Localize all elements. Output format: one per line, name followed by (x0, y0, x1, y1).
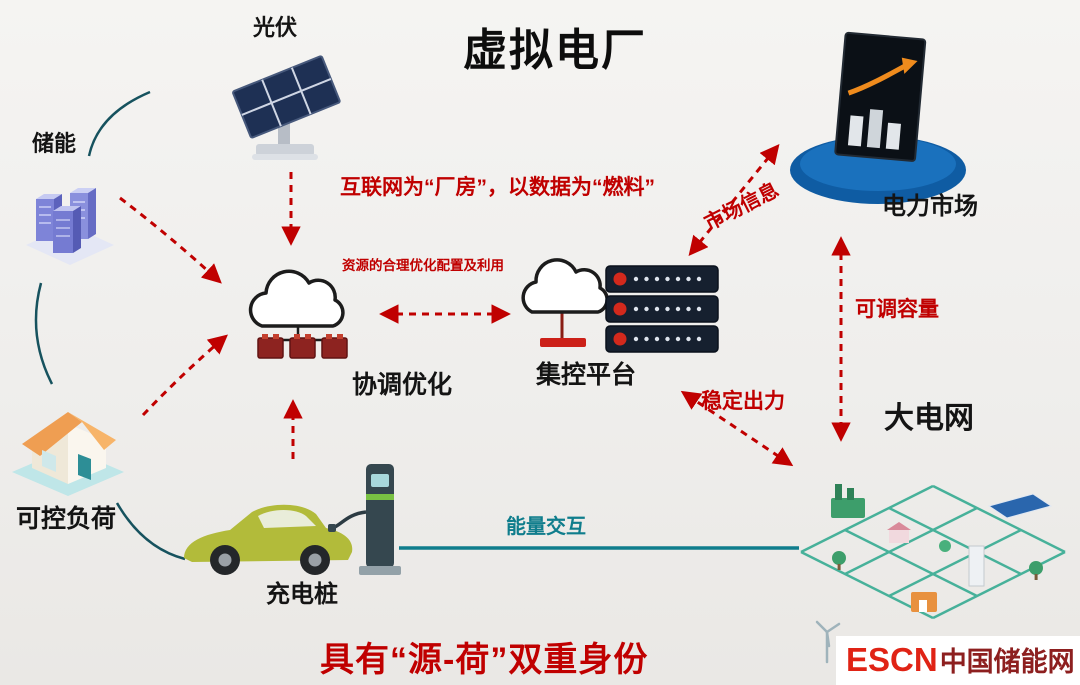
page-title: 虚拟电厂 (463, 26, 647, 75)
watermark-site: 中国储能网 (939, 647, 1075, 677)
market-label: 电力市场 (882, 193, 978, 220)
pv-label: 光伏 (253, 15, 298, 40)
coordination-cloud-icon (236, 246, 368, 378)
arrow-load-to-coordination (141, 334, 228, 417)
watermark-brand: ESCN (846, 641, 938, 678)
link-storage-load (34, 282, 54, 385)
energy-storage-icon (20, 165, 120, 270)
annotation-resource-optimize: 资源的合理优化配置及利用 (342, 258, 504, 273)
annotation-energy-exchange: 能量交互 (506, 516, 586, 538)
annotation-stable-output: 稳定出力 (701, 390, 785, 413)
annotation-adjustable-capacity: 可调容量 (855, 298, 939, 321)
control-platform-icon (510, 238, 725, 370)
coordination-label: 协调优化 (352, 371, 453, 399)
charger-label: 充电桩 (266, 581, 338, 608)
storage-label: 储能 (32, 131, 77, 156)
solar-panel-icon (226, 48, 346, 166)
ev-charger-icon (170, 458, 405, 590)
power-market-icon (786, 30, 971, 208)
arrow-grid-platform (680, 390, 794, 467)
link-pv-storage (87, 90, 151, 157)
house-icon (8, 378, 128, 500)
bottom-slogan: 具有“源-荷”双重身份 (320, 641, 649, 679)
annotation-internet-fuel: 互联网为“厂房”，以数据为“燃料” (340, 176, 655, 199)
power-grid-icon (793, 446, 1080, 683)
platform-label: 集控平台 (536, 361, 637, 389)
arrow-platform-market (688, 143, 780, 257)
arrow-storage-to-coordination (119, 196, 222, 284)
grid-label: 大电网 (884, 402, 974, 435)
link-load-charger (115, 502, 186, 561)
load-label: 可控负荷 (16, 505, 117, 533)
